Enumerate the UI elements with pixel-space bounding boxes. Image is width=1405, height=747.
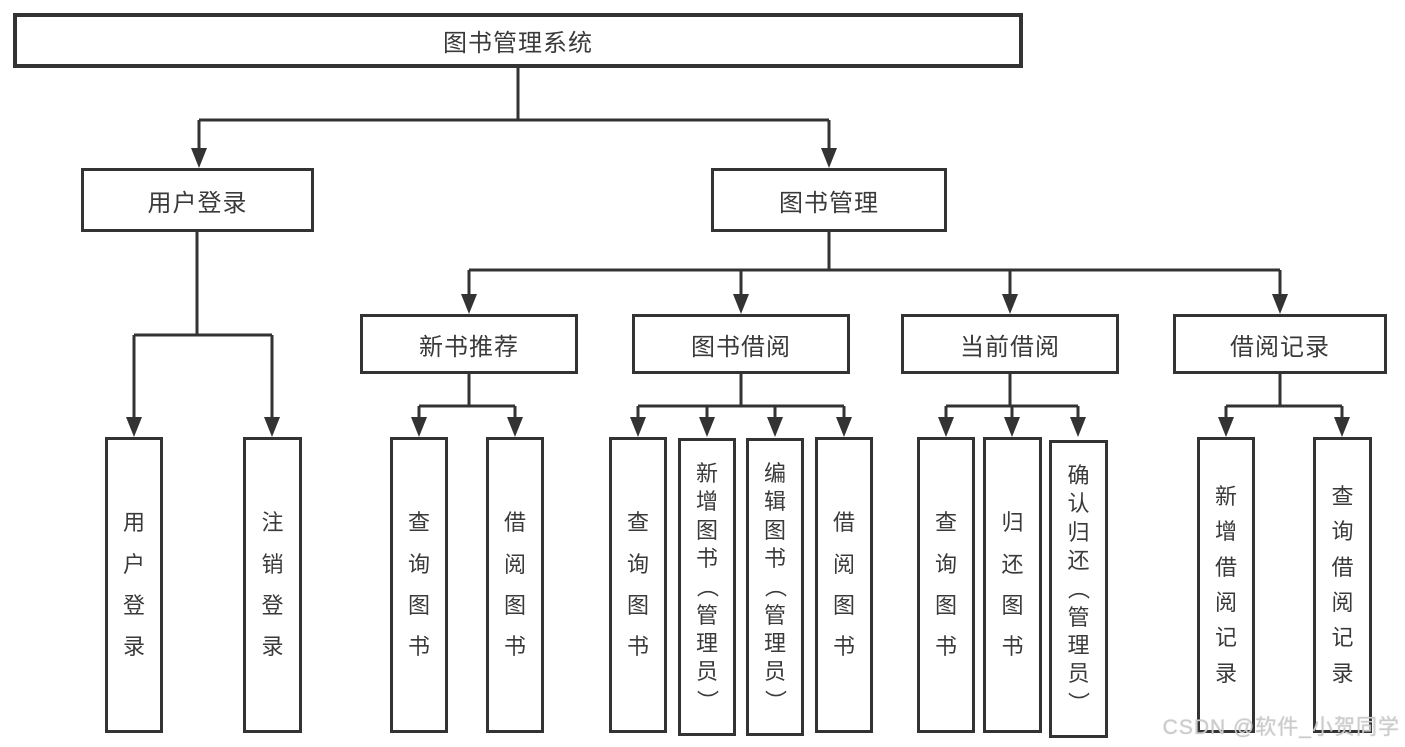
node-label: 查询图书	[626, 510, 649, 660]
node-label: 注销登录	[261, 510, 284, 660]
watermark: CSDN @软件_小贺同学	[1162, 716, 1400, 739]
leaf-edit-book-admin: 编辑图书（管理员）	[746, 438, 804, 736]
node-label: 图书借阅	[691, 333, 791, 361]
node-current-borrowing: 当前借阅	[901, 314, 1119, 374]
leaf-return-books: 归还图书	[983, 437, 1042, 733]
node-label: 确认归还（管理员）	[1066, 463, 1092, 714]
node-label: 借阅记录	[1230, 333, 1330, 361]
node-label: 用户登录	[122, 510, 145, 660]
arrowheads	[126, 148, 1350, 437]
node-label: 新增借阅记录	[1214, 484, 1237, 686]
node-label: 查询借阅记录	[1331, 484, 1354, 686]
node-label: 当前借阅	[960, 333, 1060, 361]
leaf-borrow-books: 借阅图书	[486, 437, 544, 733]
node-new-book-recommendation: 新书推荐	[360, 314, 578, 374]
node-borrowing-records: 借阅记录	[1173, 314, 1387, 374]
node-label: 查询图书	[934, 510, 957, 660]
node-user-login: 用户登录	[81, 168, 314, 232]
leaf-add-book-admin: 新增图书（管理员）	[678, 438, 736, 736]
leaf-query-borrow-record: 查询借阅记录	[1313, 437, 1372, 733]
node-label: 新书推荐	[419, 333, 519, 361]
leaf-logout-login: 注销登录	[243, 437, 302, 733]
node-label: 借阅图书	[832, 510, 855, 660]
leaf-confirm-return-admin: 确认归还（管理员）	[1049, 440, 1108, 738]
node-label: 借阅图书	[503, 510, 526, 660]
leaf-query-books: 查询图书	[609, 437, 667, 733]
node-label: 用户登录	[147, 189, 248, 217]
node-label: 编辑图书（管理员）	[762, 461, 788, 712]
node-label: 查询图书	[407, 510, 430, 660]
connector-path	[132, 68, 1344, 419]
node-label: 图书管理	[779, 189, 879, 217]
leaf-add-borrow-record: 新增借阅记录	[1197, 437, 1255, 733]
leaf-borrow-books: 借阅图书	[815, 437, 873, 733]
node-label: 归还图书	[1001, 510, 1024, 660]
leaf-user-login: 用户登录	[105, 437, 163, 733]
leaf-query-books: 查询图书	[390, 437, 448, 733]
leaf-query-books: 查询图书	[917, 437, 975, 733]
node-label: 新增图书（管理员）	[694, 461, 720, 712]
node-book-management: 图书管理	[711, 168, 947, 232]
node-label: 图书管理系统	[443, 30, 593, 57]
node-root-system: 图书管理系统	[13, 13, 1023, 68]
node-book-borrowing: 图书借阅	[632, 314, 850, 374]
